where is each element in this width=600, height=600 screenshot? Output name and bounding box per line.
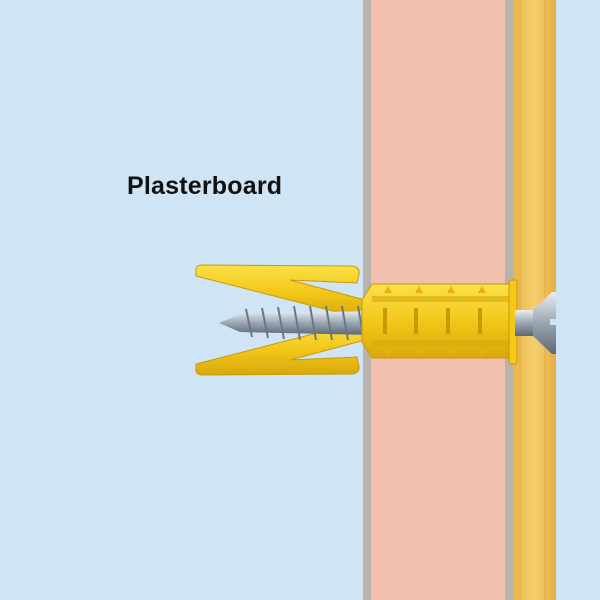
anchor-lower-wing	[195, 321, 366, 376]
screw-head	[515, 292, 556, 354]
plasterboard-label: Plasterboard	[127, 172, 283, 200]
anchor-body	[361, 279, 518, 365]
anchor-upper-wing	[195, 264, 366, 319]
screw	[219, 305, 372, 341]
